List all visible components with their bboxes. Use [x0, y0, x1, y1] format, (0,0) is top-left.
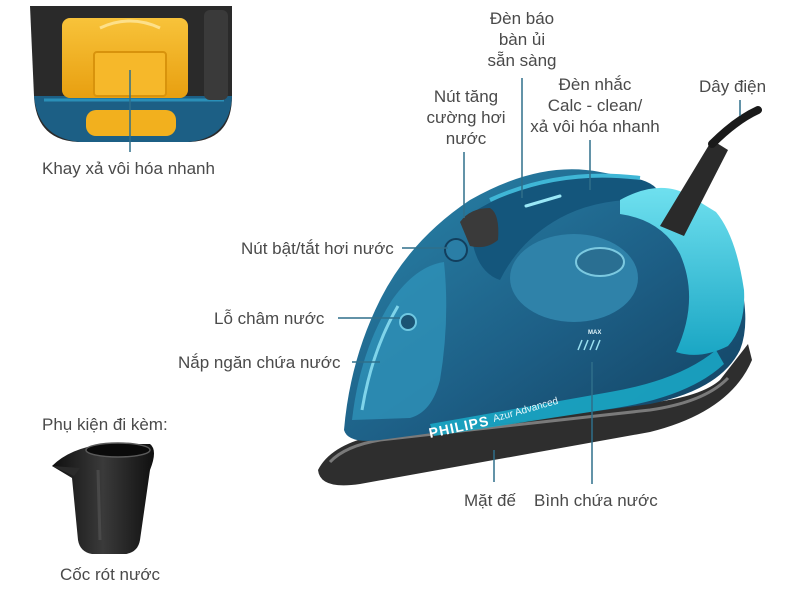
measuring-cup-image [52, 442, 154, 554]
label-soleplate: Mặt đế [464, 491, 516, 510]
leader-lines [129, 70, 741, 484]
label-quick-calc-tray: Khay xả vôi hóa nhanh [42, 159, 215, 178]
label-power-cord: Dây điện [699, 77, 767, 96]
tray-closeup-image [30, 6, 232, 142]
label-steam-boost-line: cường hơi [426, 108, 506, 127]
label-steam-boost-button: Nút tăng cường hơi nước [418, 86, 514, 149]
label-ready-light-line: bàn ủi [498, 30, 546, 49]
label-ready-light: Đèn báo bàn ủi sẵn sàng [472, 8, 572, 71]
label-steam-boost-line: Nút tăng [433, 87, 499, 106]
label-measuring-cup: Cốc rót nước [60, 565, 160, 584]
accessories-heading: Phụ kiện đi kèm: [42, 415, 168, 434]
label-water-tank-lid: Nắp ngăn chứa nước [178, 353, 341, 372]
label-calc-clean-line: Calc - clean/ [547, 96, 643, 115]
max-marking-text: MAX [588, 330, 601, 336]
label-ready-light-line: sẵn sàng [487, 51, 557, 70]
label-steam-boost-line: nước [445, 129, 487, 148]
label-water-inlet: Lỗ châm nước [214, 309, 325, 328]
label-steam-toggle-button: Nút bật/tắt hơi nước [241, 239, 394, 258]
label-water-tank: Bình chứa nước [534, 491, 658, 510]
label-calc-clean-line: Đèn nhắc [558, 75, 632, 94]
iron-image [318, 106, 762, 486]
label-calc-clean-light: Đèn nhắc Calc - clean/ xả vôi hóa nhanh [520, 74, 670, 137]
label-ready-light-line: Đèn báo [489, 9, 555, 28]
label-calc-clean-line: xả vôi hóa nhanh [530, 117, 660, 136]
